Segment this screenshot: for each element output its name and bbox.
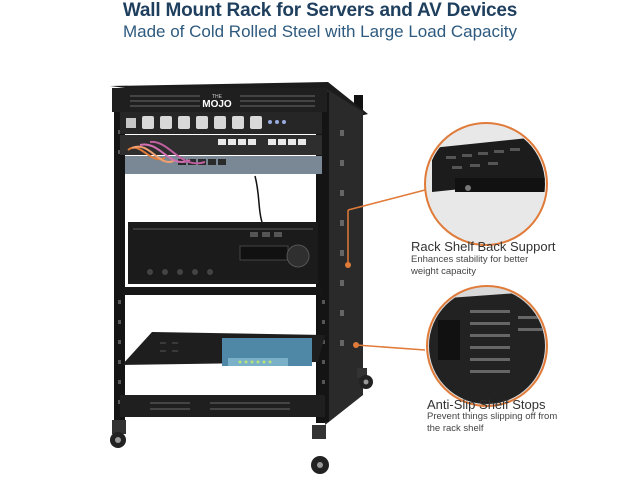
detail-shelf-stops <box>426 285 548 407</box>
vented-shelf <box>122 332 325 366</box>
feature-desc-back-support: Enhances stability for better weight cap… <box>411 254 529 277</box>
detail-back-support <box>424 122 548 246</box>
power-strip <box>120 112 322 134</box>
shelf-middle <box>122 287 322 295</box>
brand-logo-small: THE <box>212 94 223 100</box>
network-switch <box>120 135 322 223</box>
page-subtitle: Made of Cold Rolled Steel with Large Loa… <box>122 22 518 41</box>
page-title: Wall Mount Rack for Servers and AV Devic… <box>122 0 518 21</box>
top-vent-panel <box>112 88 327 112</box>
bottom-vent-panel <box>120 395 325 417</box>
feature-title-back-support: Rack Shelf Back Support <box>411 239 556 254</box>
feature-desc-shelf-stops: Prevent things slipping off from the rac… <box>427 411 558 434</box>
caster-wheels <box>110 368 373 474</box>
brand-logo: MOJO <box>202 99 232 110</box>
callout-line-2 <box>355 344 426 351</box>
feature-title-shelf-stops: Anti-Slip Shelf Stops <box>427 397 546 412</box>
av-receiver <box>128 222 318 284</box>
